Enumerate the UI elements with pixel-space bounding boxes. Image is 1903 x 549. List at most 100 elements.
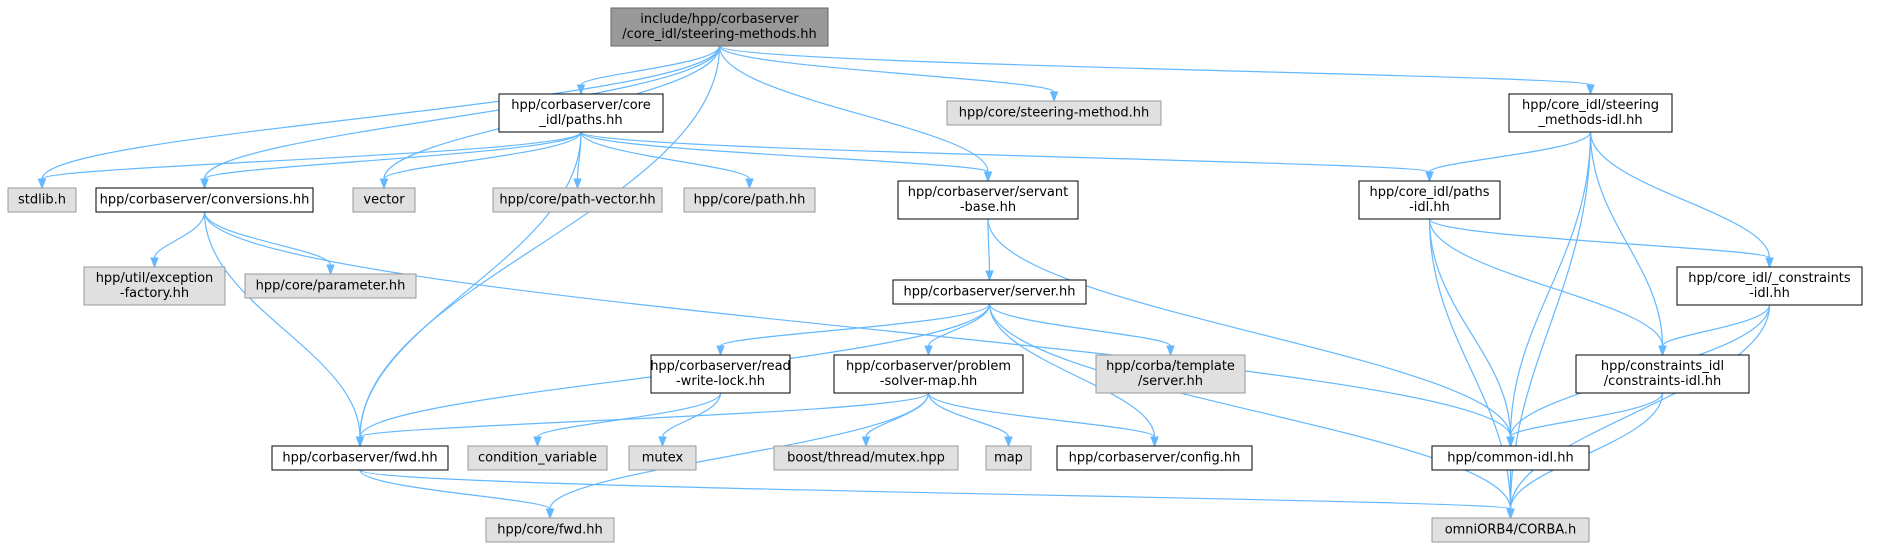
node-label-config-line-0: hpp/corbaserver/config.hh	[1069, 451, 1241, 466]
edge-rw_lock-to-condition_variable	[536, 392, 722, 438]
edge-servant_base-to-common_idl	[987, 218, 1512, 438]
node-label-boost_mutex-line-0: boost/thread/mutex.hpp	[787, 451, 945, 466]
arrowhead-ps_map-to-config	[1150, 436, 1159, 448]
edge-constraints_private-to-constraints_idl	[1661, 304, 1771, 347]
node-label-conversions-line-0: hpp/corbaserver/conversions.hh	[100, 193, 310, 208]
node-steering_methods_idl[interactable]: hpp/core_idl/steering_methods-idl.hh	[1508, 93, 1673, 133]
node-mutex: mutex	[628, 445, 697, 471]
arrowhead-steering_methods_idl-to-paths_idl	[1425, 171, 1434, 183]
node-box-conversions	[95, 187, 314, 213]
edge-steering_methods-to-core_steering_method	[718, 45, 1055, 93]
node-label-omniorb-line-0: omniORB4/CORBA.h	[1445, 523, 1577, 538]
node-label-parameter-line-0: hpp/core/parameter.hh	[256, 279, 406, 294]
node-box-config	[1056, 445, 1253, 471]
arrowhead-constraints_private-to-constraints_idl	[1658, 345, 1667, 357]
node-core_path: hpp/core/path.hh	[683, 187, 816, 213]
node-label-constraints_private-line-0: hpp/core_idl/_constraints	[1688, 271, 1851, 286]
node-exception_factory: hpp/util/exception-factory.hh	[83, 266, 226, 306]
edge-constraints_idl-to-common_idl	[1509, 392, 1664, 438]
edge-steering_methods-to-stdlib	[41, 45, 721, 180]
node-ps_map[interactable]: hpp/corbaserver/problem-solver-map.hh	[833, 354, 1024, 394]
node-label-servant_base-line-0: hpp/corbaserver/servant	[908, 185, 1068, 200]
node-label-corba_template-line-1: /server.hh	[1138, 374, 1203, 389]
node-common_idl[interactable]: hpp/common-idl.hh	[1431, 445, 1590, 471]
arrowhead-server-to-ps_map	[924, 345, 933, 357]
edge-steering_methods-to-steering_methods_idl	[718, 45, 1592, 86]
node-server[interactable]: hpp/corbaserver/server.hh	[892, 279, 1087, 305]
node-label-constraints_private-line-1: -idl.hh	[1749, 286, 1790, 301]
node-box-constraints_idl	[1575, 354, 1750, 394]
arrowhead-paths_idl-to-constraints_private	[1765, 257, 1774, 269]
node-box-parameter	[244, 273, 417, 299]
node-stdlib: stdlib.h	[7, 187, 77, 213]
edge-paths_hh-to-vector	[383, 131, 582, 180]
node-label-servant_base-line-1: -base.hh	[960, 200, 1016, 215]
node-box-exception_factory	[83, 266, 226, 306]
node-box-corba_template	[1095, 354, 1246, 394]
arrowhead-paths_hh-to-conversions	[200, 178, 209, 190]
node-box-rw_lock	[650, 354, 791, 394]
node-label-core_fwd-line-0: hpp/core/fwd.hh	[497, 523, 603, 538]
edge-steering_methods-to-conversions	[203, 45, 721, 180]
node-config[interactable]: hpp/corbaserver/config.hh	[1056, 445, 1253, 471]
node-box-core_steering_method	[946, 100, 1162, 126]
node-label-ps_map-line-0: hpp/corbaserver/problem	[846, 359, 1011, 374]
arrowhead-paths_hh-to-vector	[379, 178, 389, 190]
node-path_vector: hpp/core/path-vector.hh	[492, 187, 663, 213]
node-label-corba_template-line-0: hpp/corba/template	[1106, 359, 1235, 374]
node-label-rw_lock-line-1: -write-lock.hh	[676, 374, 765, 389]
edge-paths_idl-to-constraints_private	[1428, 218, 1771, 259]
edge-conversions-to-common_idl	[203, 211, 1512, 438]
edge-server-to-rw_lock	[719, 303, 991, 347]
node-label-steering_methods-line-0: include/hpp/corbaserver	[640, 12, 799, 27]
node-condition_variable: condition_variable	[467, 445, 608, 471]
node-box-vector	[352, 187, 416, 213]
node-constraints_private[interactable]: hpp/core_idl/_constraints-idl.hh	[1676, 266, 1863, 306]
node-box-stdlib	[7, 187, 77, 213]
arrowhead-servant_base-to-server	[985, 270, 994, 282]
node-box-condition_variable	[467, 445, 608, 471]
node-box-server	[892, 279, 1087, 305]
node-fwd_corbaserver[interactable]: hpp/corbaserver/fwd.hh	[271, 445, 449, 471]
node-box-servant_base	[897, 180, 1079, 220]
node-label-mutex-line-0: mutex	[642, 451, 684, 466]
arrowhead-ps_map-to-fwd_corbaserver	[355, 436, 365, 448]
node-corba_template: hpp/corba/template/server.hh	[1095, 354, 1246, 394]
node-constraints_idl[interactable]: hpp/constraints_idl/constraints-idl.hh	[1575, 354, 1750, 394]
arrowhead-server-to-corba_template	[1166, 345, 1175, 357]
edge-paths_idl-to-constraints_idl	[1428, 218, 1664, 347]
node-label-rw_lock-line-0: hpp/corbaserver/read	[650, 359, 791, 374]
node-rw_lock[interactable]: hpp/corbaserver/read-write-lock.hh	[650, 354, 791, 394]
edge-steering_methods-to-paths_hh	[580, 45, 721, 86]
arrowhead-rw_lock-to-mutex	[658, 436, 667, 448]
edge-server-to-omniorb	[988, 303, 1512, 510]
node-box-steering_methods_idl	[1508, 93, 1673, 133]
edge-steering_methods_idl-to-constraints_private	[1589, 131, 1771, 259]
arrowhead-fwd_corbaserver-to-core_fwd	[545, 508, 555, 520]
arrowhead-ps_map-to-map	[1004, 436, 1013, 448]
edge-paths_hh-to-stdlib	[41, 131, 582, 180]
node-box-map	[985, 445, 1032, 471]
node-box-boost_mutex	[773, 445, 959, 471]
node-paths_hh[interactable]: hpp/corbaserver/core_idl/paths.hh	[498, 93, 664, 133]
node-conversions[interactable]: hpp/corbaserver/conversions.hh	[95, 187, 314, 213]
edge-constraints_private-to-omniorb	[1509, 304, 1771, 510]
arrowhead-common_idl-to-omniorb	[1506, 508, 1515, 520]
edge-fwd_corbaserver-to-core_fwd	[359, 469, 551, 510]
node-label-steering_methods_idl-line-1: _methods-idl.hh	[1537, 113, 1642, 128]
edge-rw_lock-to-mutex	[661, 392, 722, 438]
edge-steering_methods_idl-to-paths_idl	[1428, 131, 1592, 173]
node-label-constraints_idl-line-1: /constraints-idl.hh	[1604, 374, 1721, 389]
node-core_fwd: hpp/core/fwd.hh	[485, 517, 615, 543]
node-box-core_fwd	[485, 517, 615, 543]
node-box-common_idl	[1431, 445, 1590, 471]
node-label-core_steering_method-line-0: hpp/core/steering-method.hh	[959, 106, 1149, 121]
arrowhead-ps_map-to-boost_mutex	[861, 436, 871, 448]
node-servant_base[interactable]: hpp/corbaserver/servant-base.hh	[897, 180, 1079, 220]
arrowhead-paths_hh-to-stdlib	[37, 178, 47, 190]
arrowhead-paths_hh-to-servant_base	[983, 171, 993, 183]
node-label-vector-line-0: vector	[363, 193, 405, 208]
arrowhead-server-to-rw_lock	[716, 345, 725, 357]
node-paths_idl[interactable]: hpp/core_idl/paths-idl.hh	[1358, 180, 1501, 220]
